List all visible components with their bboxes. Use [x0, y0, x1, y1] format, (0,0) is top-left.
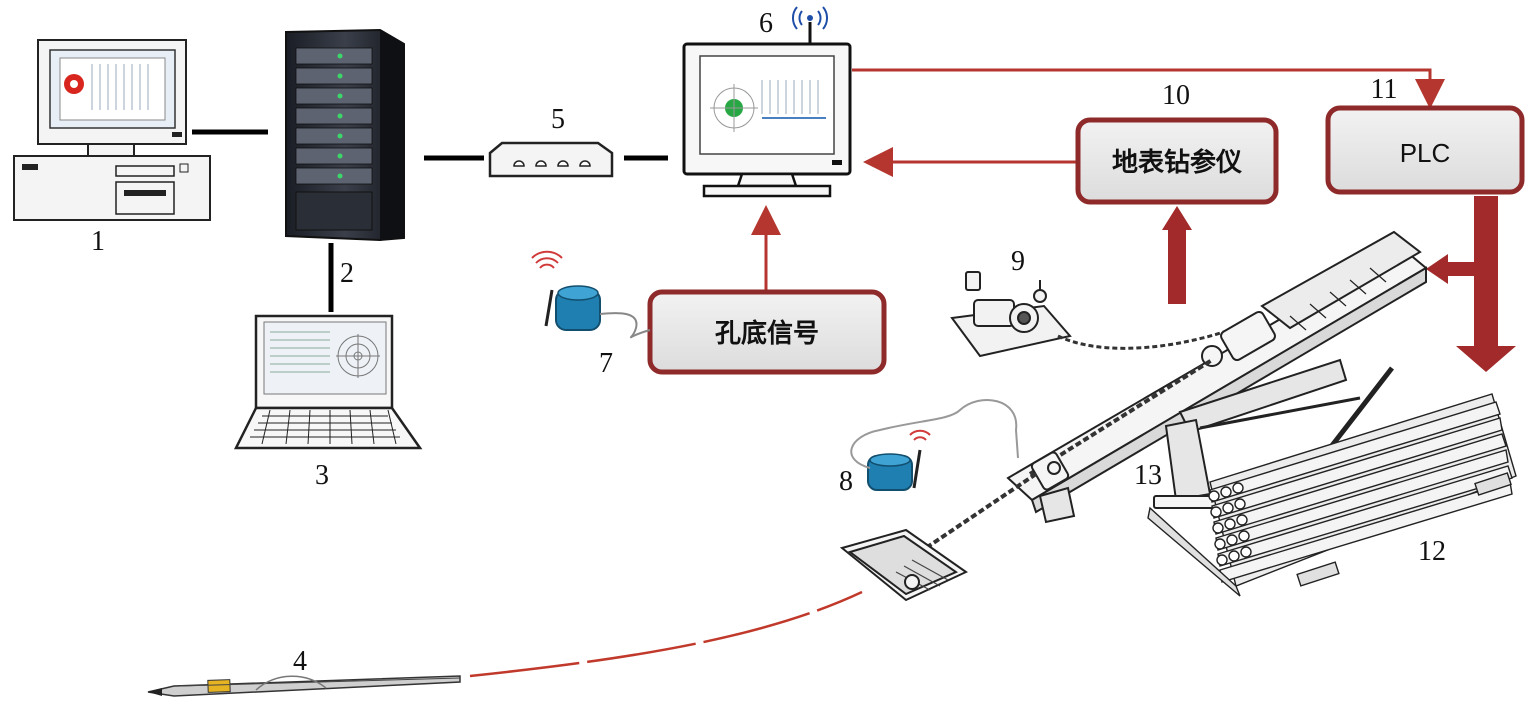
desktop-computer-icon — [13, 39, 211, 221]
wireless-sensor-icon — [850, 399, 1019, 491]
label-4: 4 — [293, 646, 307, 677]
label-11: 11 — [1371, 74, 1398, 105]
label-3: 3 — [315, 460, 329, 491]
plc-box: PLC — [1325, 105, 1525, 195]
drill-pipe-stack-icon — [1147, 393, 1517, 597]
wired-connection-lines — [192, 129, 668, 312]
chain-cable — [1057, 328, 1231, 350]
network-switch-icon — [488, 141, 614, 178]
label-6: 6 — [759, 8, 773, 39]
laptop-icon — [233, 314, 423, 450]
wireless-sensor-icon — [531, 250, 651, 339]
surface-drill-parameter-box: 地表钻参仪 — [1075, 117, 1279, 205]
label-10: 10 — [1162, 80, 1190, 111]
upward-thick-arrow — [1162, 206, 1192, 304]
drill-cuttings-basket-icon — [839, 528, 968, 602]
label-7: 7 — [599, 348, 613, 379]
label-2: 2 — [340, 258, 354, 289]
drilling-rig-icon — [912, 230, 1428, 558]
server-rack-icon — [285, 28, 405, 242]
label-1: 1 — [91, 226, 105, 257]
label-9: 9 — [1011, 246, 1025, 277]
label-12: 12 — [1418, 536, 1446, 567]
label-13: 13 — [1134, 460, 1162, 491]
plc-label: PLC — [1400, 138, 1451, 168]
label-5: 5 — [551, 104, 565, 135]
wireless-antenna-icon — [792, 6, 828, 44]
label-8: 8 — [839, 466, 853, 497]
plc-control-arrows — [1426, 196, 1516, 372]
cable-reel-icon — [950, 271, 1072, 358]
drill-probe-icon — [147, 675, 461, 697]
downhole-signal-line — [469, 590, 863, 678]
red-signal-arrows — [751, 68, 1445, 292]
monitor-icon — [682, 42, 852, 198]
downhole-signal-box: 孔底信号 — [647, 289, 887, 375]
downhole-signal-label: 孔底信号 — [715, 318, 819, 348]
surface-drill-parameter-label: 地表钻参仪 — [1112, 147, 1243, 177]
